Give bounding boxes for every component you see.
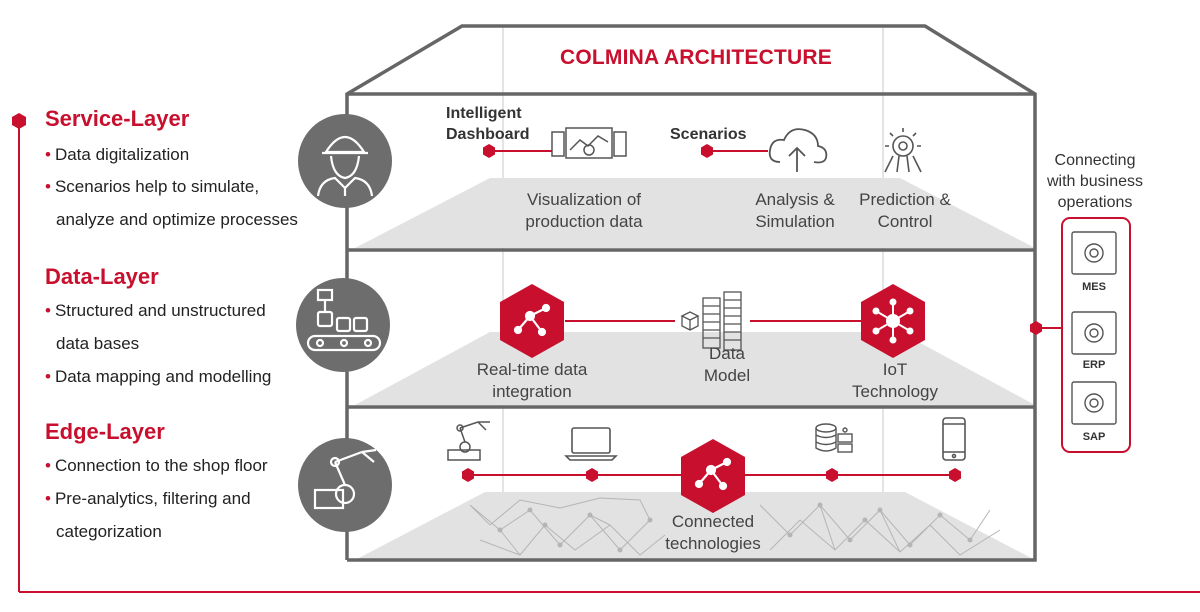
visualization-line2: production data [525,212,643,231]
service-bullet-2-text: Scenarios help to simulate, [54,177,260,196]
system-erp: ERP [1082,359,1106,371]
service-floor-plane [355,178,1035,248]
edge-layer-title: Edge-Layer [45,419,165,444]
laptop-icon [564,427,618,461]
analysis-line1: Analysis & [755,190,835,209]
gear-cycle-icon [1071,231,1117,425]
iot-label: IoT Technology [840,359,950,403]
business-heading: Connecting with business operations [1036,150,1154,213]
prediction-line2: Control [877,212,933,231]
network-mesh [469,497,1001,556]
data-bullet-1-cont: data bases [56,334,140,353]
realtime-label: Real-time data integration [467,359,597,403]
connected-hexagon-icon [681,439,745,513]
business-heading-line3: operations [1057,194,1133,211]
prediction-line1: Prediction & [859,190,951,209]
smartphone-icon [942,417,966,461]
robot-arm-icon [298,438,392,532]
business-systems-box [1061,217,1131,453]
conveyor-icon [296,278,390,372]
scenarios-label: Scenarios [670,126,747,143]
analysis-line2: Simulation [755,212,835,231]
service-bullet-1: •Data digitalization [45,145,190,164]
realtime-line1: Real-time data [476,360,588,379]
service-bullet-1-text: Data digitalization [54,145,190,164]
edge-bullet-1: •Connection to the shop floor [45,456,268,475]
edge-bullet-2-cont: categorization [56,522,162,541]
left-connector-line [12,113,1200,593]
edge-bullet-1-text: Connection to the shop floor [54,456,268,475]
business-heading-line1: Connecting [1054,152,1136,169]
data-model-icon [680,291,742,351]
analysis-label: Analysis & Simulation [745,189,845,233]
connected-line2: technologies [665,534,761,553]
house-outline [345,24,1037,562]
data-model-line1: Data [709,344,745,363]
realtime-line2: integration [492,382,572,401]
dashboard-label-line1: Intelligent [446,105,522,122]
worker-icon [298,114,392,208]
network-hexagon-icon [500,284,564,358]
service-bullet-2-cont: analyze and optimize processes [56,210,298,229]
data-bullet-1: •Structured and unstructured [45,301,266,320]
data-layer-title: Data-Layer [45,264,159,289]
service-bullet-2: •Scenarios help to simulate, [45,177,260,196]
business-connector [1030,321,1062,335]
visualization-label: Visualization of production data [514,189,654,233]
edge-bullet-2: •Pre-analytics, filtering and [45,489,251,508]
service-layer-title: Service-Layer [45,106,190,131]
data-bullet-1-text: Structured and unstructured [54,301,266,320]
edge-bullet-2-text: Pre-analytics, filtering and [54,489,251,508]
system-sap: SAP [1082,431,1106,443]
connected-line1: Connected [671,512,755,531]
data-model-label: Data Model [687,343,767,387]
visualization-line1: Visualization of [526,190,642,209]
iot-hexagon-icon [861,284,925,358]
page-title: COLMINA ARCHITECTURE [560,46,832,69]
iot-line2: Technology [851,382,938,401]
cloud-upload-icon [768,128,828,172]
connected-label: Connected technologies [648,511,778,555]
robot-small-icon [447,421,490,461]
data-model-line2: Model [703,366,751,385]
database-icon [815,423,853,453]
edge-floor-plane [355,492,1035,560]
service-connectors [483,144,768,158]
prediction-label: Prediction & Control [850,189,960,233]
iot-line1: IoT [882,360,908,379]
dashboard-label-line2: Dashboard [446,126,530,143]
data-bullet-2-text: Data mapping and modelling [54,367,272,386]
dashboard-monitor-icon [551,127,627,159]
chip-gear-icon [884,128,922,173]
system-mes: MES [1082,281,1106,293]
data-bullet-2: •Data mapping and modelling [45,367,272,386]
business-heading-line2: with business [1046,173,1144,190]
